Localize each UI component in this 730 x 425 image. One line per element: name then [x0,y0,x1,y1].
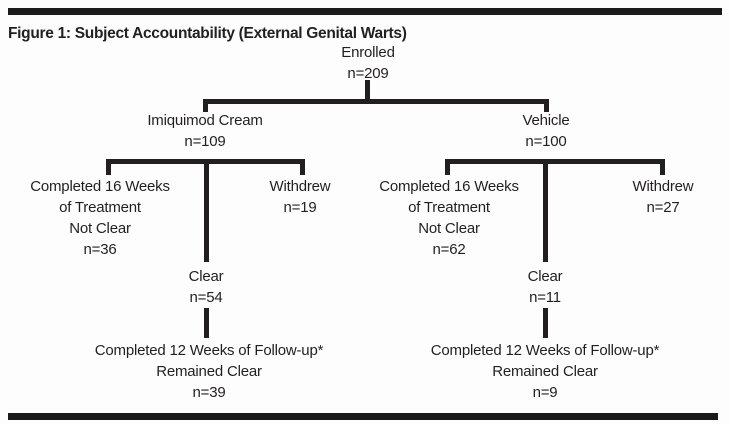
connector-vehicle-horizontal [445,159,665,164]
node-text-line: Not Clear [418,220,480,237]
connector-vehicle-followup-stem [543,308,548,338]
node-vehicle-completed-followup-remained-clear: Completed 12 Weeks of Follow-up* Remaine… [415,340,675,403]
node-text-line: Completed 16 Weeks [30,178,170,195]
node-text-line: of Treatment [59,199,141,216]
node-vehicle-clear: Clear n=11 [485,266,605,308]
node-count: n=39 [192,384,226,401]
node-vehicle-label: Vehicle [522,112,570,129]
node-imiquimod-completed-16-weeks-not-clear: Completed 16 Weeks of Treatment Not Clea… [10,176,190,260]
node-text-line: Clear [527,268,563,285]
node-vehicle-count: n=100 [525,133,567,150]
node-text-line: Withdrew [632,178,694,195]
node-count: n=36 [83,241,117,258]
node-imiquimod-withdrew: Withdrew n=19 [240,176,360,218]
node-imiquimod-cream: Imiquimod Cream n=109 [115,110,295,152]
node-text-line: Completed 12 Weeks of Follow-up* [430,342,660,359]
node-count: n=27 [646,199,680,216]
node-text-line: Clear [188,268,224,285]
figure-title: Figure 1: Subject Accountability (Extern… [8,25,407,42]
bottom-border-rule [8,413,718,420]
node-vehicle: Vehicle n=100 [456,110,636,152]
node-text-line: Remained Clear [492,363,598,380]
connector-vehicle-clear-stem [543,159,548,262]
top-border-rule [8,8,722,15]
node-text-line: Remained Clear [156,363,262,380]
connector-vehicle-left-drop [445,159,450,175]
connector-enrolled-stem [365,80,370,104]
node-vehicle-completed-16-weeks-not-clear: Completed 16 Weeks of Treatment Not Clea… [359,176,539,260]
node-count: n=54 [189,289,223,306]
connector-level1-left-drop [203,99,208,112]
connector-level1-right-drop [544,99,549,112]
node-count: n=9 [532,384,558,401]
node-enrolled-label: Enrolled [341,44,395,61]
node-vehicle-withdrew: Withdrew n=27 [603,176,723,218]
connector-imiquimod-followup-stem [204,308,209,338]
node-count: n=19 [283,199,317,216]
node-enrolled-count: n=209 [347,65,389,82]
node-text-line: Completed 12 Weeks of Follow-up* [94,342,324,359]
connector-imiquimod-clear-stem [204,159,209,262]
connector-imiquimod-left-drop [106,159,111,175]
connector-vehicle-right-drop [660,159,665,175]
node-text-line: Completed 16 Weeks [379,178,519,195]
connector-level1-horizontal [203,99,549,104]
node-imiquimod-clear: Clear n=54 [146,266,266,308]
node-text-line: Not Clear [69,220,131,237]
node-text-line: of Treatment [408,199,490,216]
connector-imiquimod-right-drop [300,159,305,175]
node-imiquimod-label: Imiquimod Cream [147,112,263,129]
node-count: n=11 [529,289,561,306]
node-imiquimod-completed-followup-remained-clear: Completed 12 Weeks of Follow-up* Remaine… [79,340,339,403]
node-imiquimod-count: n=109 [184,133,226,150]
node-enrolled: Enrolled n=209 [308,42,428,84]
node-count: n=62 [432,241,466,258]
node-text-line: Withdrew [269,178,331,195]
